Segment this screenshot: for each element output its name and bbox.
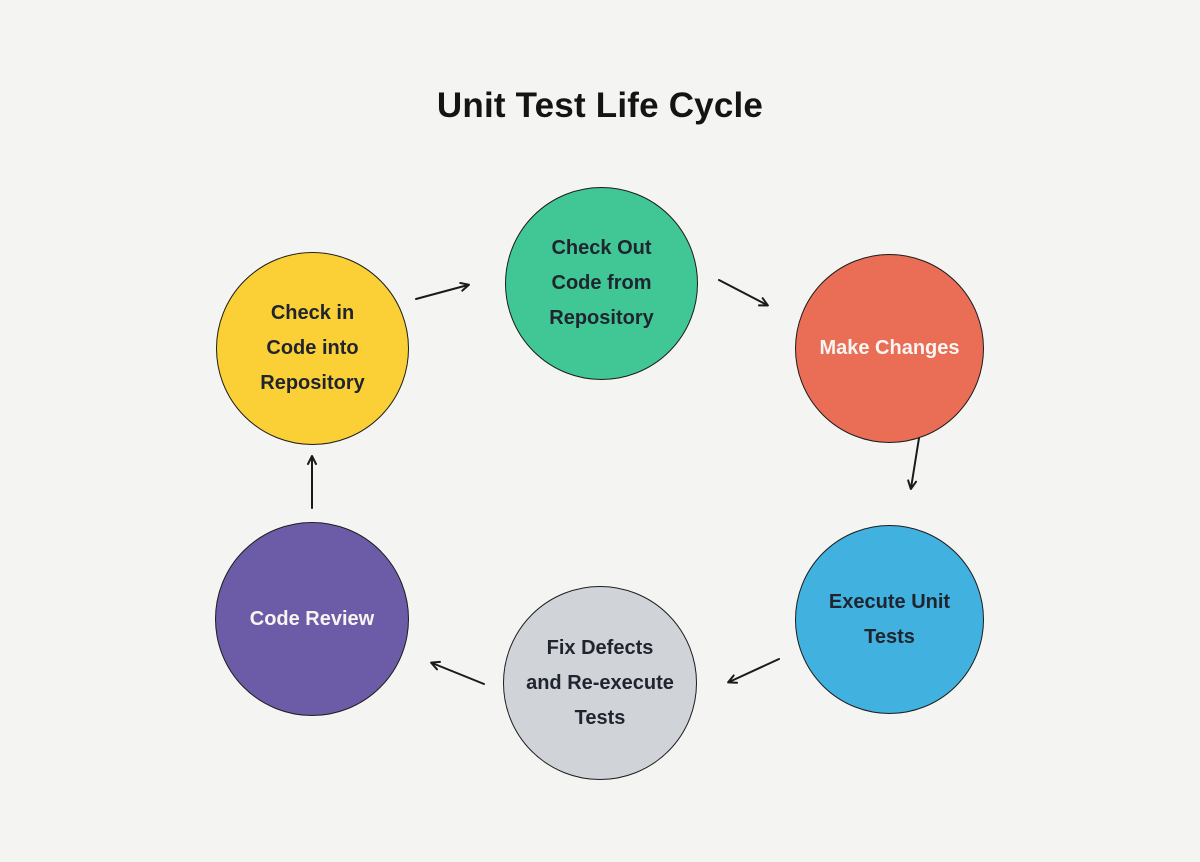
arrow-check-out-to-make-changes-icon: [718, 279, 769, 307]
node-make-changes: Make Changes: [795, 254, 984, 443]
node-label: Code Review: [249, 607, 375, 630]
arrow-execute-tests-to-fix-defects-icon: [727, 658, 780, 684]
node-check-in-code-into-repository: Check in Code into Repository: [216, 252, 409, 445]
node-execute-unit-tests: Execute Unit Tests: [795, 525, 984, 714]
node-code-review: Code Review: [215, 522, 409, 716]
node-label: Execute Unit Tests: [828, 590, 951, 648]
node-label: Check Out Code from Repository: [549, 237, 654, 329]
node-label: Make Changes: [819, 337, 960, 359]
page-title: Unit Test Life Cycle: [436, 86, 764, 125]
arrow-check-in-to-check-out-icon: [415, 281, 470, 300]
node-label: Check in Code into Repository: [260, 302, 365, 394]
arrow-fix-defects-to-code-review-icon: [430, 660, 485, 685]
arrow-make-changes-to-execute-tests-icon: [907, 437, 920, 490]
node-label: Fix Defects and Re-execute Tests: [526, 636, 674, 729]
node-fix-defects-and-re-execute-tests: Fix Defects and Re-execute Tests: [503, 586, 697, 780]
node-check-out-code-from-repository: Check Out Code from Repository: [505, 187, 698, 380]
